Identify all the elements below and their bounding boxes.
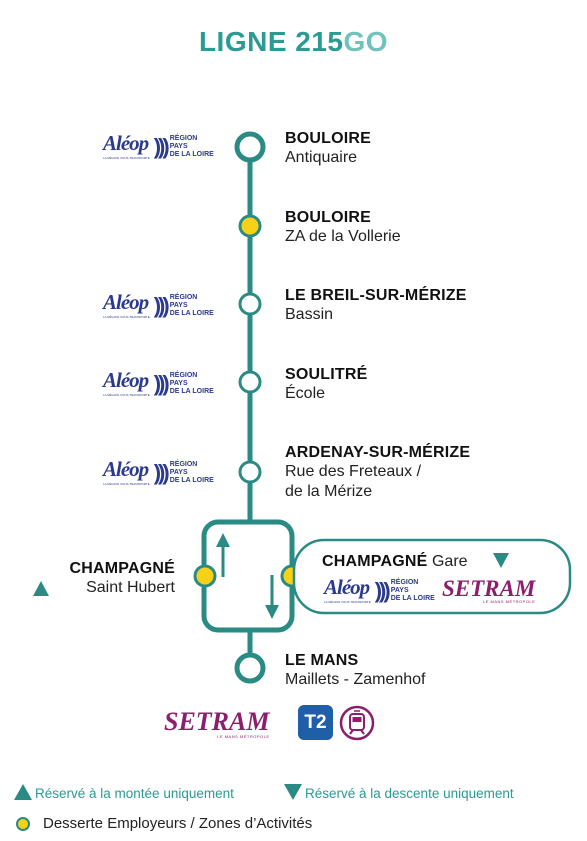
aleop-tag: LA RÉGION VOUS TRANSPORTE (103, 156, 150, 160)
legend-employer-service: Desserte Employeurs / Zones d’Activités (43, 815, 313, 832)
stop-name: LE MANS (285, 652, 359, 669)
stop-6: CHAMPAGNÉ Saint Hubert (20, 560, 175, 598)
line-title: LIGNE 215GO (0, 26, 587, 58)
aleop-bars-icon: ))) (153, 133, 170, 159)
stop-sub: ZA de la Vollerie (285, 228, 401, 245)
stop-7: CHAMPAGNÉ Gare (322, 552, 468, 572)
stop-2: BOULOIRE ZA de la Vollerie (285, 209, 401, 247)
stop-sub: Saint Hubert (86, 579, 175, 596)
employer-stop-champagne-st-hubert (193, 564, 217, 588)
tram-icon (339, 705, 375, 741)
stop-sub: Maillets - Zamenhof (285, 671, 426, 688)
boarding-only-triangle-icon (33, 581, 49, 596)
stop-name: BOULOIRE (285, 209, 372, 226)
stop-5: ARDENAY-SUR-MÉRIZE Rue des Freteaux / de… (285, 444, 470, 502)
stop-sub: Gare (431, 553, 468, 570)
terminus-stop-le-mans (234, 652, 266, 684)
stop-name: CHAMPAGNÉ (69, 560, 175, 577)
stop-sub-line1: Rue des Freteaux / (285, 463, 422, 480)
stop-ardenay (238, 460, 262, 484)
aleop-bars-icon: ))) (153, 370, 170, 396)
stop-name: ARDENAY-SUR-MÉRIZE (285, 444, 471, 461)
legend-boarding-only: Réservé à la montée uniquement (35, 786, 234, 801)
loop-arrow-up-head (216, 533, 230, 547)
aleop-word: Aléop (103, 131, 149, 155)
aleop-bars-icon: ))) (374, 577, 391, 603)
stop-sub-line2: de la Mérize (285, 483, 373, 500)
stop-name: SOULITRÉ (285, 366, 368, 383)
stop-name: CHAMPAGNÉ (322, 553, 428, 570)
stop-1: BOULOIRE Antiquaire (285, 130, 371, 168)
aleop-bars-icon: ))) (153, 292, 170, 318)
tram-t2-badge: T2 (298, 705, 333, 740)
employer-stop-bouloire-za (238, 214, 262, 238)
stop-soulitre (238, 370, 262, 394)
aleop-bars-icon: ))) (153, 459, 170, 485)
terminus-stop-bouloire (234, 131, 266, 163)
legend-down-triangle-icon (284, 784, 302, 800)
stop-8: LE MANS Maillets - Zamenhof (285, 652, 426, 690)
legend-alighting-only: Réservé à la descente uniquement (305, 786, 514, 801)
route-loop (201, 519, 295, 633)
stop-name: LE BREIL-SUR-MÉRIZE (285, 287, 467, 304)
title-line-suffix: GO (343, 26, 389, 57)
stop-name: BOULOIRE (285, 130, 372, 147)
legend-employer-dot-icon (16, 817, 30, 831)
stop-sub: Antiquaire (285, 149, 358, 166)
alighting-only-triangle-icon (493, 553, 509, 568)
legend-up-triangle-icon (14, 784, 32, 800)
stop-3: LE BREIL-SUR-MÉRIZE Bassin (285, 287, 467, 325)
loop-arrow-down-head (265, 605, 279, 619)
title-line-number: LIGNE 215 (198, 26, 344, 57)
stop-4: SOULITRÉ École (285, 366, 368, 404)
stop-sub: École (285, 385, 326, 402)
stop-breil (238, 292, 262, 316)
stop-sub: Bassin (285, 306, 334, 323)
